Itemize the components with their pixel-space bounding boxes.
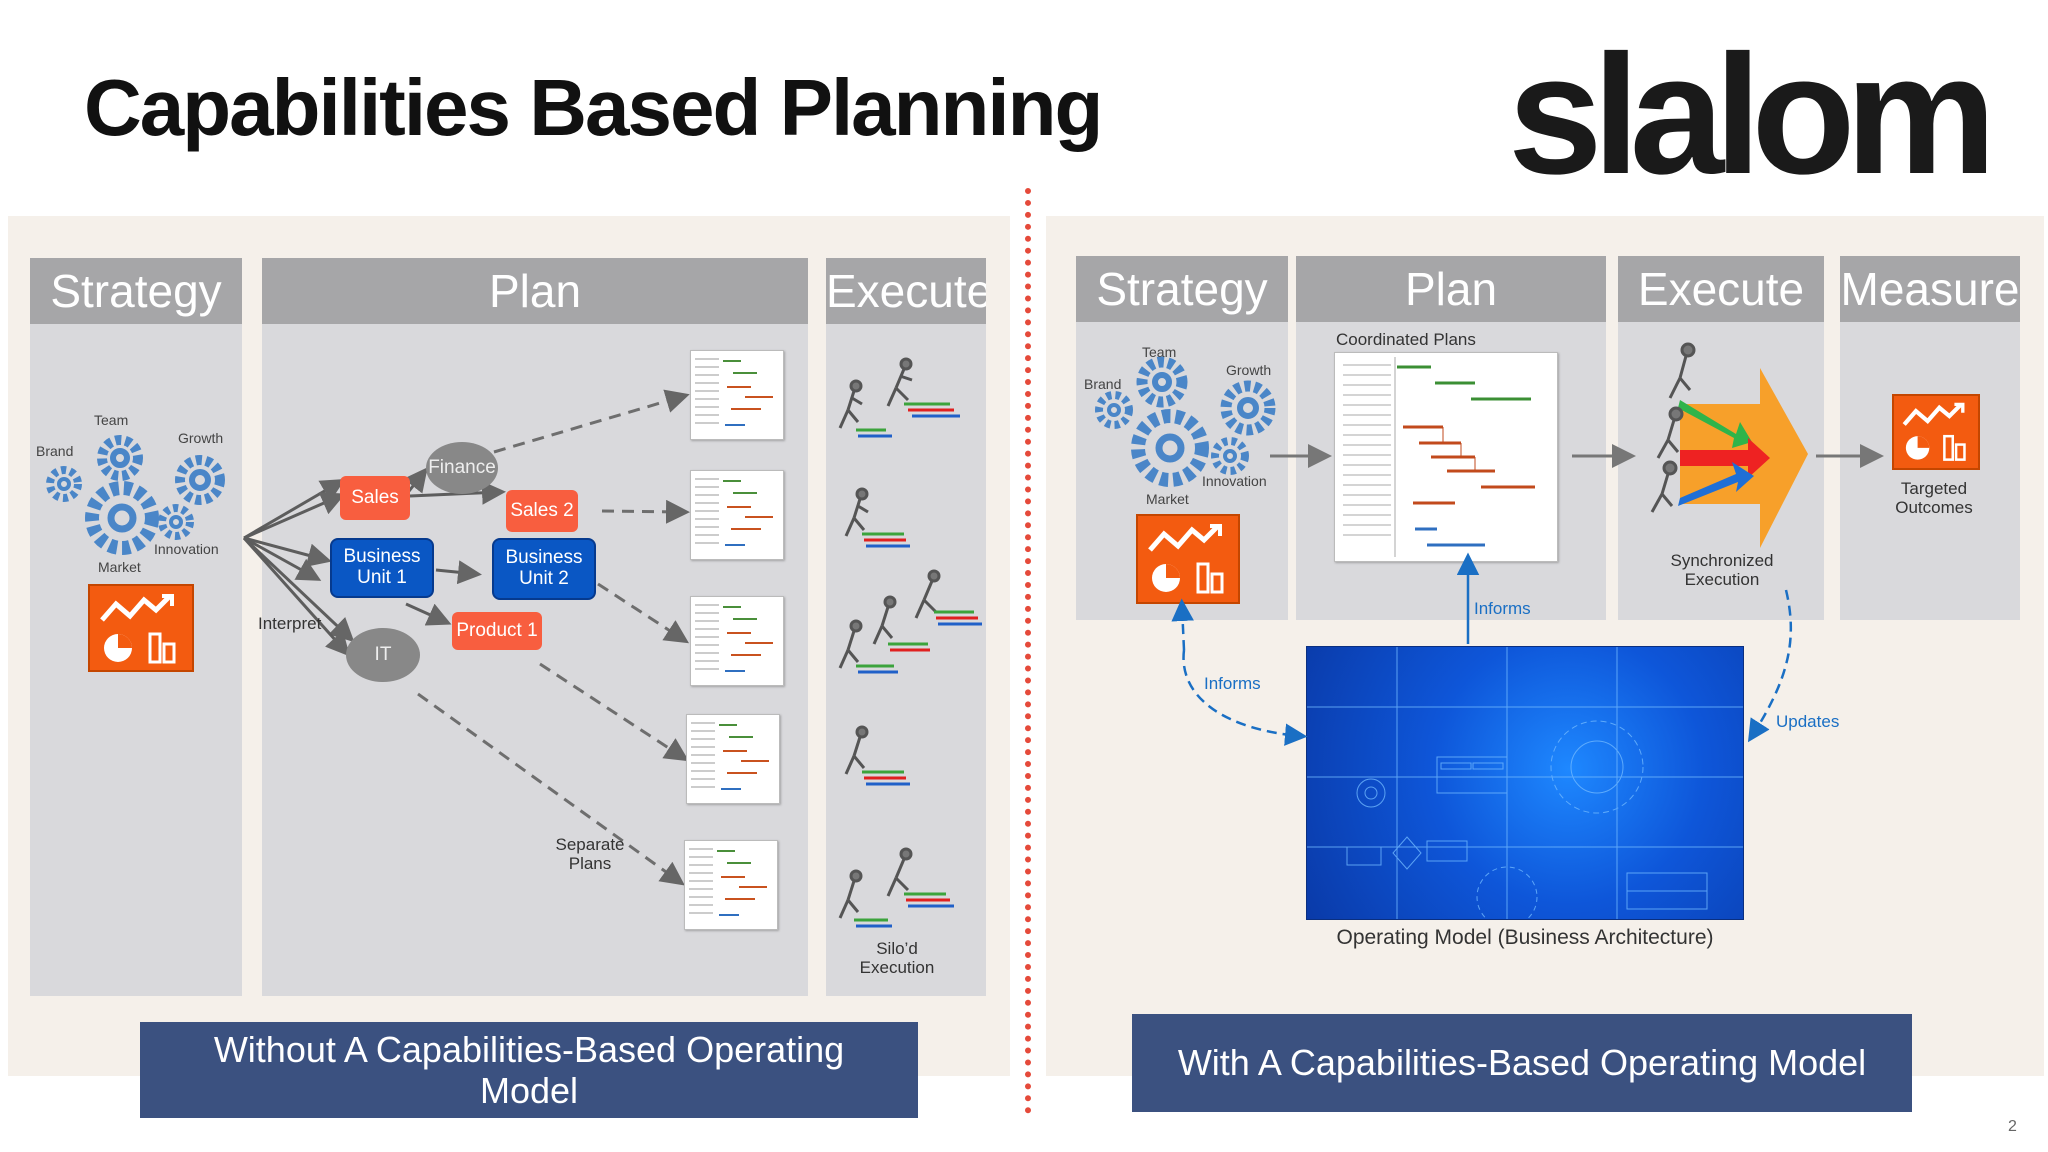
right-header-measure: Measure (1840, 256, 2020, 322)
runner-icon (844, 725, 910, 786)
right-gear-label-growth: Growth (1226, 362, 1272, 378)
gantt-document-icon (1334, 352, 1558, 562)
runner-icon (838, 847, 954, 928)
node-sales: Sales (340, 476, 410, 520)
right-header-strategy: Strategy (1076, 256, 1288, 322)
analytics-tile-icon (1892, 394, 1980, 470)
right-flow-arrows (1270, 444, 1884, 468)
left-gear-label-brand: Brand (36, 443, 74, 459)
runner-icon (844, 487, 910, 548)
left-gear-label-innovation: Innovation (154, 541, 219, 557)
analytics-tile-icon (88, 584, 194, 672)
gantt-document-icon (686, 714, 780, 804)
node-it: IT (346, 628, 420, 682)
separate-plans-label: Separate Plans (555, 835, 625, 873)
blueprint-image (1306, 646, 1744, 920)
gantt-document-icon (684, 840, 778, 930)
interpret-label: Interpret (258, 614, 322, 633)
node-sales-2: Sales 2 (506, 490, 578, 532)
right-gear-label-brand: Brand (1084, 376, 1122, 392)
runner-icon (838, 357, 960, 438)
gantt-document-icon (690, 350, 784, 440)
panel-divider (1025, 188, 1031, 1114)
node-business-unit-2: Business Unit 2 (492, 538, 596, 600)
left-gear-label-team: Team (94, 412, 129, 428)
node-product-1: Product 1 (452, 612, 542, 650)
left-header-execute: Execute (826, 258, 986, 324)
left-gear-label-growth: Growth (178, 430, 224, 446)
left-gear-label-market: Market (98, 559, 141, 575)
right-gear-label-team: Team (1142, 344, 1177, 360)
gantt-document-icon (690, 470, 784, 560)
runner-icon (838, 569, 982, 674)
operating-model-label: Operating Model (Business Architecture) (1336, 926, 1714, 949)
page-number: 2 (2008, 1118, 2017, 1135)
right-header-plan: Plan (1296, 256, 1606, 322)
right-header-execute: Execute (1618, 256, 1824, 322)
left-flow-arrows (242, 389, 690, 886)
gears-icon (36, 414, 236, 564)
gantt-document-icon (690, 596, 784, 686)
updates-label: Updates (1776, 712, 1840, 731)
page-title: Capabilities Based Planning (84, 63, 1103, 152)
left-header-plan: Plan (262, 258, 808, 324)
informs-left-label: Informs (1204, 674, 1261, 693)
informs-updates-arrows (1171, 552, 1792, 746)
node-business-unit-1: Business Unit 1 (330, 538, 434, 598)
right-measure-column (1840, 320, 2020, 620)
synchronized-execution-label: Synchronized Execution (1670, 551, 1774, 589)
analytics-tile-icon (1136, 514, 1240, 604)
slalom-logo: slalom (1508, 20, 1997, 210)
coordinated-plans-label: Coordinated Plans (1336, 330, 1476, 349)
targeted-outcomes-label: Targeted Outcomes (1895, 479, 1973, 517)
right-gear-label-innovation: Innovation (1202, 473, 1267, 489)
left-banner: Without A Capabilities-Based Operating M… (140, 1022, 918, 1118)
synchronized-execution-arrows (1650, 342, 1808, 548)
right-banner: With A Capabilities-Based Operating Mode… (1132, 1014, 1912, 1112)
gears-icon (1086, 342, 1286, 492)
left-header-strategy: Strategy (30, 258, 242, 324)
node-finance: Finance (426, 442, 498, 494)
right-gear-label-market: Market (1146, 491, 1189, 507)
informs-top-label: Informs (1474, 599, 1531, 618)
silod-execution-label: Silo’d Execution (859, 939, 935, 977)
